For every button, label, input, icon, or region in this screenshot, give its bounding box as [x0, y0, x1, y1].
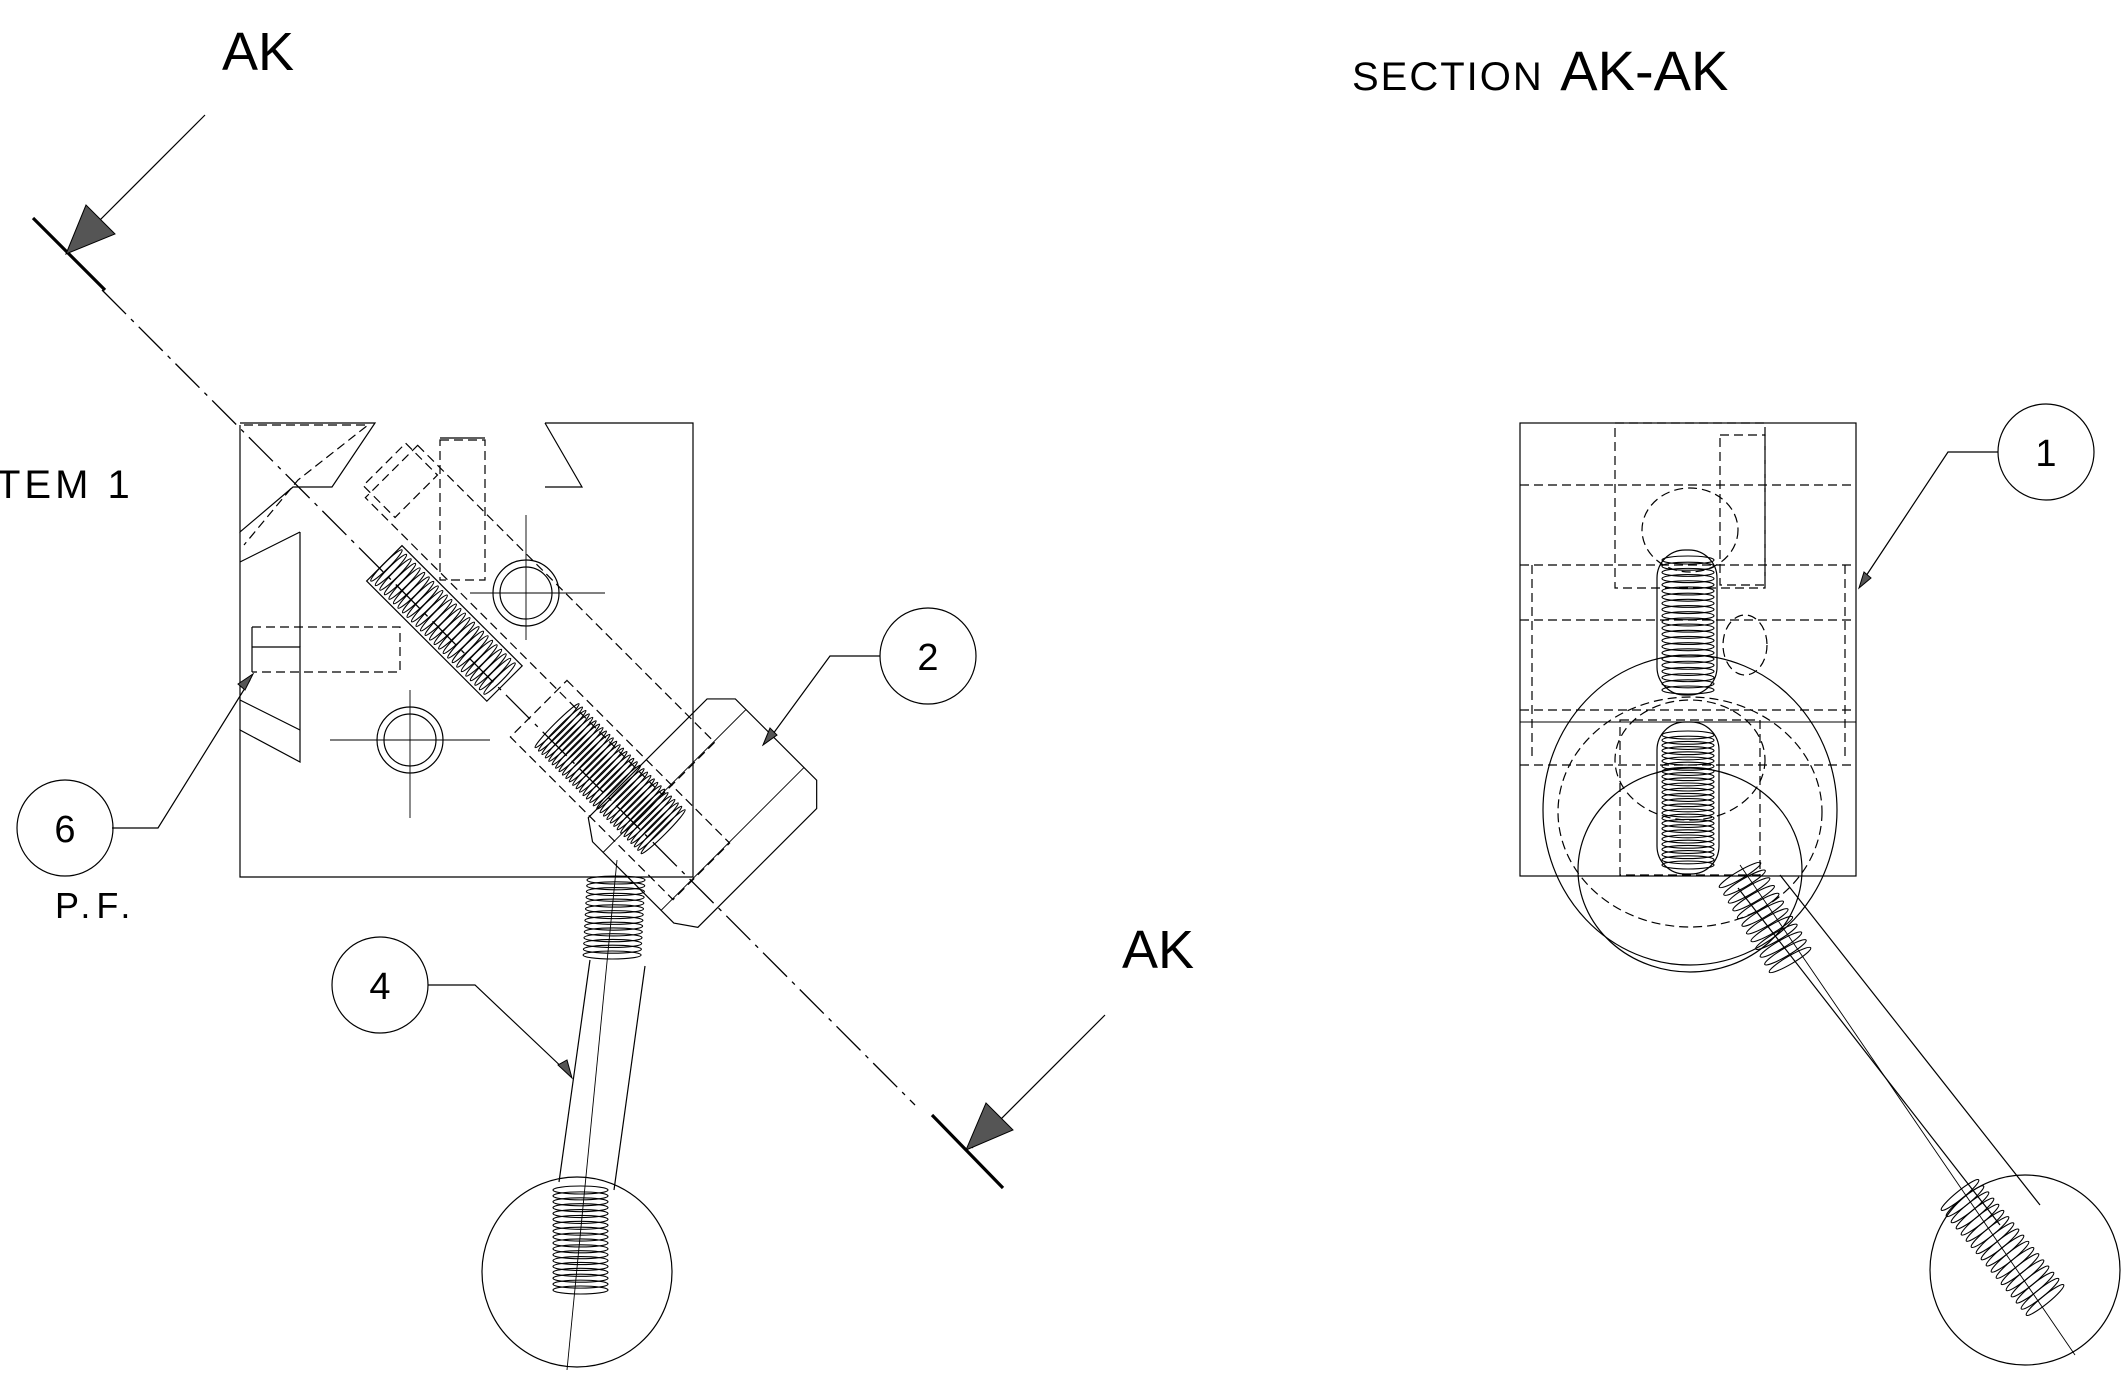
section-stud-upper	[1656, 549, 1718, 696]
section-title: SECTION AK-AK	[1352, 39, 1728, 102]
section-stud-lower	[1656, 721, 1720, 875]
section-handle-ball	[1929, 1174, 2121, 1366]
handle-ball	[481, 1176, 673, 1368]
nut-item-2	[587, 698, 818, 928]
section-arrow-bottom: AK	[930, 920, 1194, 1190]
item-label: TEM 1	[0, 463, 134, 507]
svg-text:2: 2	[917, 637, 938, 679]
pf-label: P.F.	[55, 885, 136, 926]
left-view: AK AK	[0, 22, 1194, 1371]
hole-upper	[470, 515, 605, 640]
svg-text:6: 6	[54, 809, 75, 851]
upper-thread	[365, 544, 524, 703]
section-label-top: AK	[222, 22, 294, 82]
right-view: SECTION AK-AK	[1352, 39, 2121, 1366]
section-block	[1519, 422, 1857, 877]
hole-lower	[330, 690, 490, 818]
leader-4	[428, 984, 569, 1074]
svg-text:1: 1	[2035, 433, 2056, 475]
angled-bore	[362, 442, 716, 796]
svg-text:4: 4	[369, 966, 390, 1008]
balloon-1: 1	[1997, 403, 2095, 501]
leader-1	[1861, 451, 1998, 583]
section-arrow-top: AK	[31, 22, 294, 292]
section-knob	[1542, 654, 1838, 973]
section-label-bottom: AK	[1122, 920, 1194, 980]
balloon-2: 2	[879, 607, 977, 705]
section-handle	[1718, 861, 2121, 1366]
main-block	[239, 422, 694, 878]
leader-6	[112, 679, 251, 829]
lower-thread	[509, 679, 731, 901]
balloon-6: 6	[16, 779, 114, 877]
section-cutting-line	[101, 289, 916, 1106]
leader-2	[769, 655, 880, 739]
balloon-4: 4	[331, 936, 429, 1034]
handle-rod	[481, 859, 673, 1371]
